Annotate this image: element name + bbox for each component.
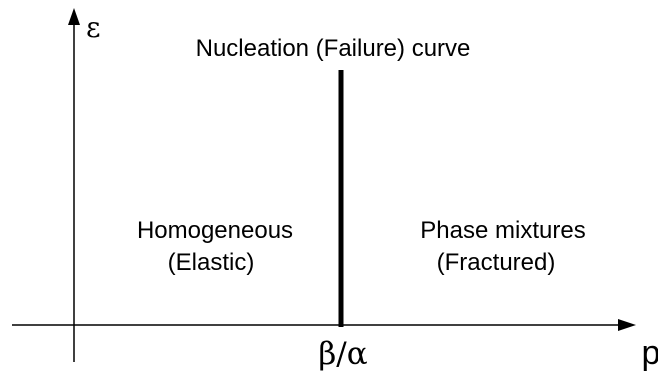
y-axis-label: ε [86, 11, 101, 44]
left-region-line2: (Elastic) [168, 249, 255, 276]
diagram-title: Nucleation (Failure) curve [196, 35, 471, 62]
boundary-value-label: β/α [318, 336, 367, 371]
y-axis-arrowhead [68, 8, 80, 25]
x-axis-arrowhead [618, 319, 636, 331]
right-region-line1: Phase mixtures [420, 217, 585, 244]
right-region-line2: (Fractured) [437, 249, 556, 276]
x-axis-label: p [642, 334, 658, 371]
left-region-line1: Homogeneous [137, 217, 293, 244]
